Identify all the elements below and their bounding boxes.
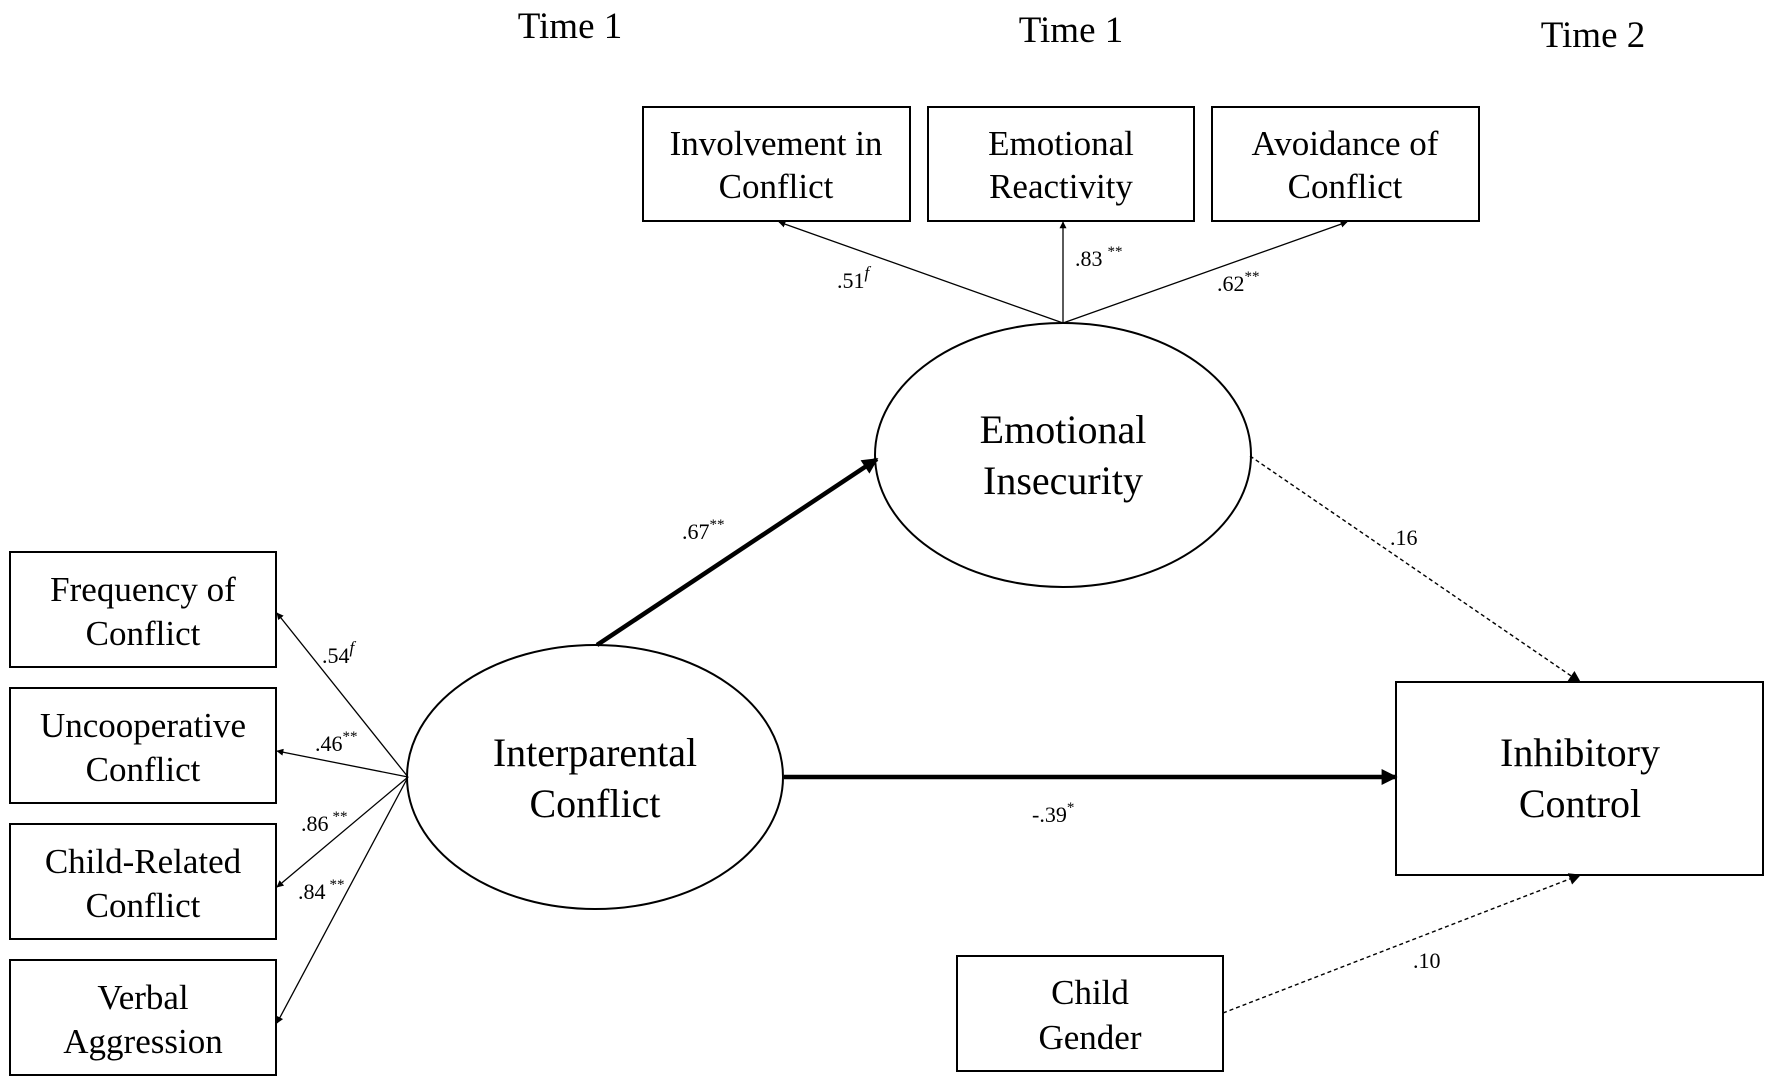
indicator-avoidance-line2: Conflict (1288, 167, 1403, 206)
loading-arrow-verbal-aggression (276, 776, 409, 1024)
covariate-line2: Gender (1038, 1018, 1141, 1057)
path-gender-to-control (1222, 873, 1582, 1014)
outcome-line1: Inhibitory (1500, 730, 1660, 775)
indicator-verbal-aggression-line2: Aggression (63, 1022, 222, 1061)
indicator-uncooperative-line2: Conflict (86, 750, 201, 789)
loading-arrow-avoidance (1062, 220, 1348, 324)
indicator-child-related-line1: Child-Related (45, 842, 242, 881)
indicator-avoidance: Avoidance of Conflict (1211, 106, 1480, 222)
latent-emotional-insecurity: Emotional Insecurity (874, 322, 1252, 588)
loading-label-uncooperative: .46** (315, 729, 358, 756)
path-label-ic-to-ei: .67** (682, 517, 725, 544)
loading-label-avoidance: .62** (1217, 269, 1260, 296)
latent-interparental-conflict-line2: Conflict (529, 781, 660, 826)
indicator-verbal-aggression-line1: Verbal (97, 978, 189, 1017)
loading-label-involvement: .51f (837, 263, 872, 293)
time-label-1: Time 1 (518, 6, 623, 47)
indicator-frequency-line1: Frequency of (50, 570, 236, 609)
time-label-3: Time 2 (1541, 15, 1646, 56)
loading-arrow-frequency (276, 612, 409, 778)
loading-label-emotional-reactivity: .83** (1075, 244, 1123, 271)
latent-emotional-insecurity-line2: Insecurity (983, 458, 1143, 503)
indicator-avoidance-line1: Avoidance of (1252, 124, 1439, 163)
loading-label-child-related: .86** (301, 809, 348, 836)
outcome-inhibitory-control: Inhibitory Control (1395, 681, 1764, 876)
indicator-involvement: Involvement in Conflict (642, 106, 911, 222)
indicator-emotional-reactivity: Emotional Reactivity (927, 106, 1195, 222)
indicator-involvement-line2: Conflict (719, 167, 834, 206)
latent-interparental-conflict: Interparental Conflict (406, 644, 784, 910)
latent-interparental-conflict-line1: Interparental (493, 730, 697, 775)
indicator-uncooperative: Uncooperative Conflict (9, 687, 277, 804)
covariate-child-gender: Child Gender (956, 955, 1224, 1072)
loading-label-verbal-aggression: .84** (298, 877, 345, 904)
loading-arrow-uncooperative (276, 748, 409, 778)
indicator-involvement-line1: Involvement in (670, 124, 883, 163)
covariate-line1: Child (1051, 973, 1129, 1012)
path-ic-to-ei (595, 457, 879, 647)
path-label-ei-to-control: .16 (1390, 525, 1418, 550)
indicator-child-related: Child-Related Conflict (9, 823, 277, 940)
indicator-uncooperative-line1: Uncooperative (40, 706, 246, 745)
loading-arrow-involvement (778, 220, 1064, 324)
indicator-frequency: Frequency of Conflict (9, 551, 277, 668)
latent-emotional-insecurity-line1: Emotional (980, 407, 1147, 452)
path-ei-to-control (1249, 455, 1581, 683)
loading-arrow-child-related (276, 776, 409, 888)
indicator-emotional-reactivity-line2: Reactivity (989, 167, 1133, 206)
loading-label-frequency: .54f (322, 638, 357, 668)
path-label-ic-to-control: -.39* (1032, 800, 1074, 827)
time-label-2: Time 1 (1019, 10, 1124, 51)
indicator-emotional-reactivity-line1: Emotional (988, 124, 1134, 163)
indicator-frequency-line2: Conflict (86, 614, 201, 653)
indicator-child-related-line2: Conflict (86, 886, 201, 925)
outcome-line2: Control (1519, 781, 1641, 826)
indicator-verbal-aggression: Verbal Aggression (9, 959, 277, 1076)
path-label-gender-to-control: .10 (1413, 948, 1441, 973)
